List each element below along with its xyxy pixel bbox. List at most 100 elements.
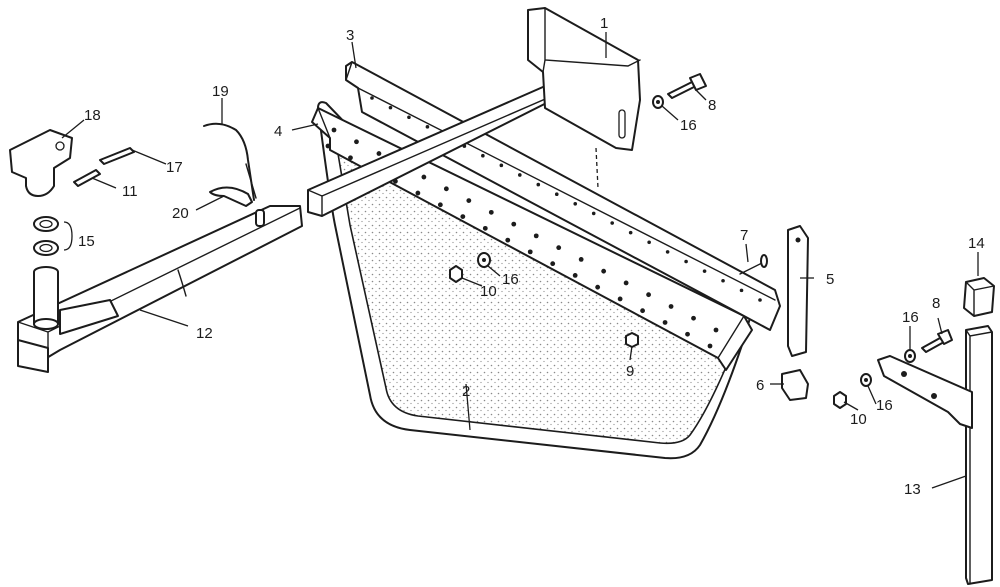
callout-6: 6 (756, 377, 764, 394)
cap-part-14 (963, 277, 995, 317)
washer-part-16-top (652, 95, 664, 109)
perforation-hole (623, 280, 629, 286)
perforation-hole (684, 259, 688, 264)
bolt-part-8-right (921, 329, 953, 353)
perforation-hole (460, 214, 466, 219)
perforation-hole (370, 96, 374, 100)
callout-2: 2 (462, 383, 470, 400)
callout-8-right: 8 (932, 295, 940, 312)
callout-10-panel: 10 (480, 283, 497, 300)
perforation-hole (554, 192, 559, 196)
callout-11: 11 (122, 183, 138, 200)
perforation-hole (758, 298, 762, 302)
perforation-hole (481, 153, 485, 158)
perforation-hole (466, 198, 472, 203)
callout-labels: 1 3 4 5 6 7 8 16 9 10 16 2 11 12 13 14 1… (78, 15, 985, 498)
callout-20: 20 (172, 205, 189, 222)
perforation-hole (691, 315, 696, 321)
perforation-hole (415, 190, 421, 196)
washer-set-part-15 (33, 216, 73, 256)
perforation-hole (518, 173, 522, 177)
callout-4: 4 (274, 123, 282, 140)
washer-part-16-right-low (860, 373, 872, 387)
bolt-part-8-top (667, 73, 707, 99)
callout-12: 12 (196, 325, 213, 342)
perforation-hole (511, 221, 517, 227)
callout-5: 5 (826, 271, 834, 288)
crossbar-part-1 (307, 7, 641, 217)
gusset-bracket (877, 355, 973, 429)
callout-13: 13 (904, 481, 921, 498)
perforation-hole (572, 273, 578, 278)
perforation-hole (421, 174, 427, 180)
callout-16-top: 16 (680, 117, 697, 134)
perforation-hole (505, 237, 511, 243)
perforation-hole (550, 261, 556, 267)
perforation-hole (713, 327, 719, 333)
end-cap-part-6 (781, 369, 809, 401)
perforation-hole (331, 127, 337, 133)
perforation-hole (610, 221, 614, 225)
perforation-hole (348, 155, 353, 161)
perforation-hole (685, 331, 690, 337)
perforation-hole (354, 139, 359, 145)
callout-10-right: 10 (850, 411, 867, 428)
perforation-hole (388, 105, 393, 110)
perforation-hole (527, 249, 533, 255)
nut-part-10-right (833, 391, 847, 409)
perforation-hole (707, 343, 713, 349)
leader-lines (61, 32, 979, 489)
perforation-hole (443, 186, 449, 192)
perforated-rail-part-4 (311, 107, 753, 371)
perforation-hole (325, 143, 331, 149)
callout-19: 19 (212, 83, 229, 100)
washer-part-16-panel (477, 252, 491, 268)
callout-8-top: 8 (708, 97, 716, 114)
perforation-hole (646, 292, 651, 298)
perforation-hole (721, 278, 725, 283)
perforation-hole (488, 209, 494, 215)
washer-part-16-right-top (904, 349, 916, 363)
perforation-hole (499, 163, 504, 168)
perforation-hole (407, 115, 411, 120)
perforation-hole (482, 225, 488, 231)
callout-16-right-low: 16 (876, 397, 893, 414)
perforation-hole (578, 257, 584, 262)
pin-part-11 (73, 169, 101, 187)
callout-9: 9 (626, 363, 634, 380)
perforation-hole (573, 202, 578, 206)
perforation-hole (601, 268, 607, 274)
pin-handle-part-20 (209, 186, 253, 207)
callout-16-panel: 16 (502, 271, 519, 288)
callout-1: 1 (600, 15, 608, 32)
screw-part-7 (739, 254, 768, 275)
tube-part-12 (17, 205, 303, 373)
perforation-hole (739, 288, 744, 293)
perforation-hole (533, 233, 539, 239)
callout-15: 15 (78, 233, 95, 250)
post-strip-part-5 (787, 225, 809, 357)
perforation-hole (425, 125, 430, 129)
perforation-hole (437, 202, 443, 208)
perforation-hole (665, 250, 670, 254)
perforation-hole (556, 245, 562, 251)
post-part-13 (965, 325, 993, 585)
callout-17: 17 (166, 159, 183, 176)
nut-part-10-panel (449, 265, 463, 283)
perforation-hole (668, 304, 674, 309)
perforation-hole (647, 240, 651, 245)
perforation-hole (640, 308, 645, 314)
callout-14: 14 (968, 235, 985, 252)
nut-part-9 (625, 332, 639, 348)
callout-16-right-top: 16 (902, 309, 919, 326)
callout-7: 7 (740, 227, 748, 244)
perforation-hole (628, 230, 633, 235)
perforation-hole (595, 284, 601, 290)
bent-rod-part-19 (203, 122, 257, 201)
perforation-hole (536, 182, 541, 187)
perforation-hole (617, 296, 623, 302)
handle-block-part-18 (9, 129, 73, 197)
pin-part-17 (99, 147, 135, 165)
callout-3: 3 (346, 27, 354, 44)
